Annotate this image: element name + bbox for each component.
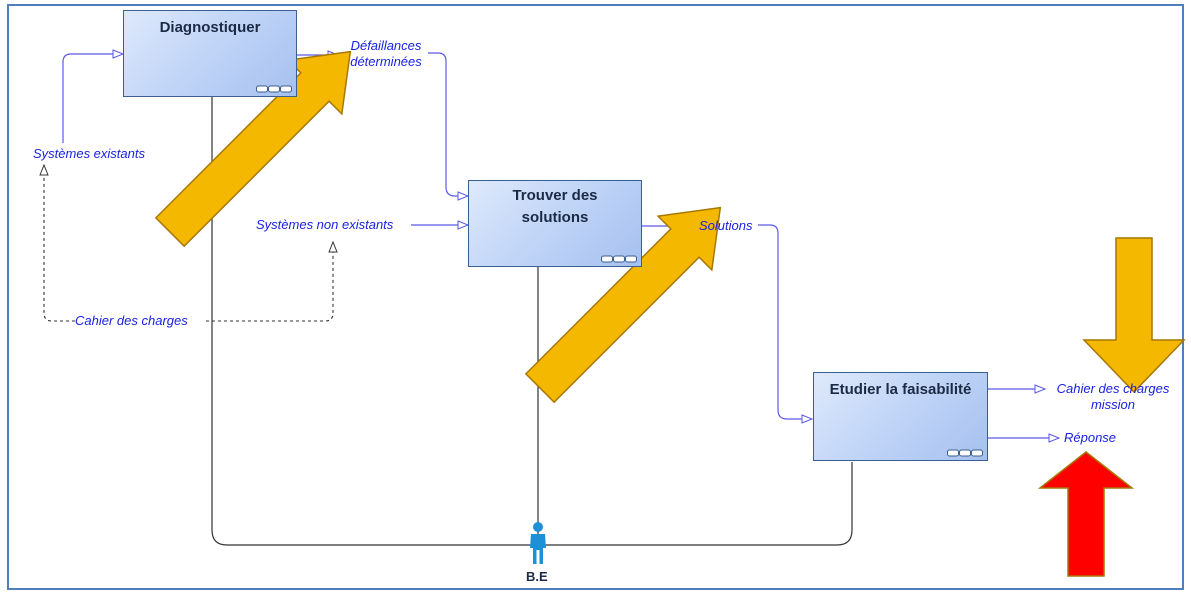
person-icon (530, 522, 546, 564)
resource-link-etudier (538, 462, 853, 546)
flow-label-cahier-des-charges: Cahier des charges (75, 313, 188, 329)
activity-trouver-label-line2: solutions (521, 209, 589, 226)
link-chain-icon (256, 85, 292, 93)
solutions-flow (758, 224, 812, 419)
annotation-arrow-up-red (1037, 451, 1135, 577)
activity-trouver-des-solutions[interactable]: Trouver des solutions (468, 180, 642, 267)
flow-label-solutions: Solutions (699, 218, 753, 233)
activity-etudier-label: Etudier la faisabilité (829, 381, 972, 398)
cahier-des-charges-flow (44, 165, 75, 322)
annotation-arrow-down (1082, 237, 1186, 394)
defaillances-flow (428, 52, 468, 196)
flow-label-systemes-existants: Systèmes existants (33, 146, 145, 162)
cahier-des-charges-flow-right (206, 242, 333, 322)
link-chain-icon (947, 449, 983, 457)
link-chain-icon (601, 255, 637, 263)
activity-diagnostiquer[interactable]: Diagnostiquer (123, 10, 297, 97)
systemes-existants-flow (62, 54, 123, 143)
activity-diagnostiquer-label: Diagnostiquer (159, 19, 261, 36)
flow-label-reponse: Réponse (1064, 430, 1117, 445)
diagram-frame (7, 4, 1184, 590)
resource-label-be: B.E (526, 569, 548, 584)
flow-label-cahier-des-charges-mission: Cahier des charges mission (1056, 381, 1170, 412)
resource-link-diagnostiquer (211, 97, 538, 546)
flow-label-defaillances: Défaillances déterminées (350, 38, 422, 69)
annotation-arrow-trouver (524, 206, 722, 404)
activity-etudier-la-faisabilite[interactable]: Etudier la faisabilité (813, 372, 988, 461)
flow-label-systemes-non-existants: Systèmes non existants (256, 217, 394, 232)
annotation-arrow-diagnostiquer (154, 50, 352, 248)
activity-trouver-label-line1: Trouver des (512, 187, 598, 204)
